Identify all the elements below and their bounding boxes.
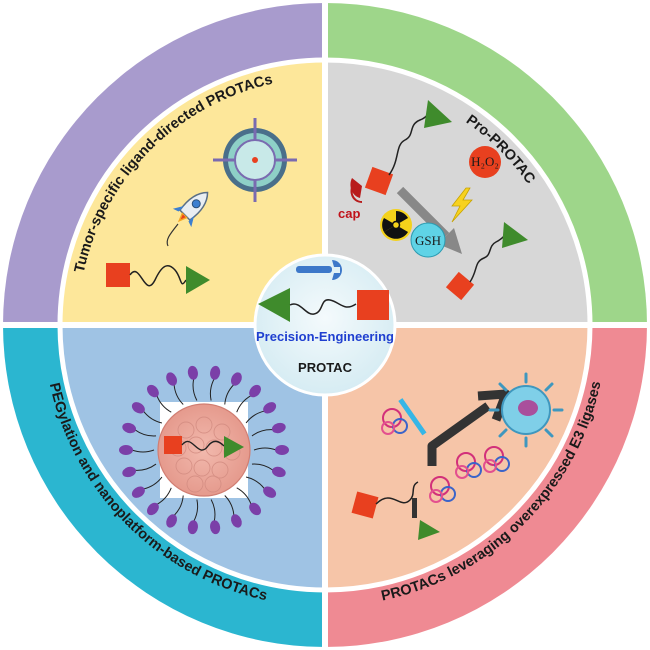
peg-chain xyxy=(236,395,252,413)
gsh-label: GSH xyxy=(415,233,441,248)
peg-chain xyxy=(251,429,274,437)
peg-chain xyxy=(156,487,172,505)
pro-protac-lower-molecule xyxy=(445,222,528,301)
peg-chain xyxy=(253,447,277,451)
nanoparticle xyxy=(157,402,251,498)
center-title: PROTAC xyxy=(298,360,353,375)
protac-molecule-top-left xyxy=(106,263,210,294)
peg-chain xyxy=(236,487,252,505)
peg-chain xyxy=(143,410,163,424)
gsh-badge xyxy=(410,222,446,258)
peg-head xyxy=(166,514,177,528)
peg-head xyxy=(122,422,137,434)
inner-quadrant-top-right xyxy=(325,60,590,325)
peg-head xyxy=(271,466,286,478)
peg-chain xyxy=(224,495,235,516)
peg-chain xyxy=(134,429,157,437)
peg-head xyxy=(122,466,137,478)
h2o2-label: H₂O₂ xyxy=(471,154,499,169)
e3-ligase-cluster-3 xyxy=(455,452,482,479)
peg-chain xyxy=(156,395,172,413)
peg-head xyxy=(119,445,133,455)
peg-head xyxy=(166,372,177,386)
peg-head xyxy=(131,402,145,414)
peg-chain xyxy=(245,410,265,424)
peg-chain xyxy=(251,463,274,471)
peg-head xyxy=(231,514,242,528)
peg-head xyxy=(249,384,262,398)
activation-arrow xyxy=(427,389,511,466)
peg-chain xyxy=(210,499,216,522)
peg-head xyxy=(187,365,198,380)
e3-ligase-cluster-2 xyxy=(429,476,456,503)
center-protac-molecule xyxy=(258,288,389,322)
peg-head xyxy=(131,486,145,498)
wrench-icon xyxy=(296,260,342,280)
peg-chain xyxy=(224,384,235,405)
center-subtitle: Precision-Engineering xyxy=(256,329,394,344)
peg-head xyxy=(275,445,289,455)
peg-head xyxy=(210,365,221,380)
lightning-icon xyxy=(451,187,473,223)
pro-protac-upper-molecule xyxy=(350,100,452,203)
peg-head xyxy=(146,502,159,516)
peg-chain xyxy=(173,495,184,516)
target-icon xyxy=(213,118,297,202)
peg-head xyxy=(249,502,262,516)
peg-head xyxy=(271,422,286,434)
h2o2-badge xyxy=(469,146,501,178)
protac-molecule-bottom-right xyxy=(351,481,440,540)
e3-ligase-cluster-4 xyxy=(483,446,510,473)
inner-quadrant-top-left xyxy=(60,60,325,325)
peg-head xyxy=(146,384,159,398)
peg-chain xyxy=(193,499,199,522)
peg-head xyxy=(263,402,277,414)
peg-chain xyxy=(245,476,265,490)
cap-label: cap xyxy=(338,206,360,221)
blocker-bar xyxy=(398,398,427,436)
peg-head xyxy=(263,486,277,498)
tumor-cell-icon xyxy=(488,372,564,448)
rocket-trail xyxy=(166,223,179,247)
peg-head xyxy=(210,520,221,535)
peg-chains xyxy=(119,365,289,535)
peg-chain xyxy=(209,378,215,401)
peg-chain xyxy=(192,378,198,401)
peg-head xyxy=(187,520,198,535)
peg-chain xyxy=(131,449,155,453)
peg-chain xyxy=(143,476,163,490)
peg-chain xyxy=(134,463,157,471)
radiation-icon xyxy=(380,209,412,241)
e3-ligase-cluster-1 xyxy=(381,408,408,435)
peg-head xyxy=(231,372,242,386)
peg-chain xyxy=(173,384,184,405)
